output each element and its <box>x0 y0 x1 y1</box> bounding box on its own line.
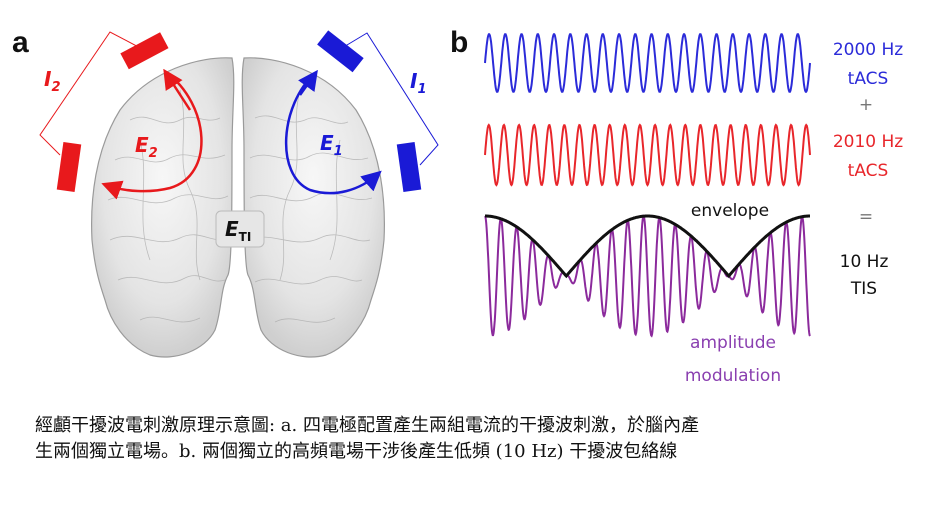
wave-2-type-label: tACS <box>848 161 889 181</box>
result-type-label: TIS <box>850 279 877 299</box>
field-2-arrow-head <box>163 68 192 111</box>
panel-a-label: a <box>12 26 29 59</box>
amplitude-label: amplitude <box>690 333 776 353</box>
field-ti-badge: ETI <box>215 210 265 248</box>
modulation-label: modulation <box>685 366 781 386</box>
caption-line-2: 生兩個獨立電場。b. 兩個獨立的高頻電場干涉後產生低頻 (10 Hz) 干擾波包… <box>35 441 678 462</box>
electrode-red-side <box>56 141 82 193</box>
brain-texture <box>107 89 373 323</box>
wire-2 <box>39 31 149 156</box>
equals-sign: = <box>859 207 873 227</box>
field-1-arrow-head <box>298 69 318 96</box>
field-1-label: E1 <box>320 131 343 159</box>
caption-line-1: 經顱干擾波電刺激原理示意圖: a. 四電極配置產生兩組電流的干擾波刺激，於腦內產 <box>35 415 699 436</box>
current-2-label: I2 <box>44 67 61 95</box>
brain-image <box>91 57 385 358</box>
electrode-blue-side <box>396 141 422 193</box>
field-ti-label: ETI <box>225 217 251 244</box>
wave-2010hz <box>484 123 811 187</box>
right-hemisphere <box>241 57 385 358</box>
field-2-label: E2 <box>135 133 158 161</box>
wave-2-freq-label: 2010 Hz <box>833 132 903 152</box>
wave-1-freq-label: 2000 Hz <box>833 40 903 60</box>
electrode-red-top <box>120 32 169 70</box>
plus-sign: + <box>859 95 873 115</box>
electrode-pair-1: I1 E1 <box>284 30 439 195</box>
field-2-arrow <box>101 71 203 200</box>
figure-caption: 經顱干擾波電刺激原理示意圖: a. 四電極配置產生兩組電流的干擾波刺激，於腦內產… <box>35 413 925 465</box>
current-1-label: I1 <box>410 69 427 97</box>
figure: a I2 E <box>12 26 903 386</box>
field-1-arrow <box>284 72 382 195</box>
electrode-pair-2: I2 E2 <box>39 31 203 200</box>
wire-1 <box>341 32 439 166</box>
wave-1-type-label: tACS <box>848 69 889 89</box>
envelope-curve <box>485 214 810 279</box>
envelope-label: envelope <box>691 201 769 221</box>
left-hemisphere <box>91 57 235 358</box>
electrode-blue-top <box>317 30 364 73</box>
wave-2000hz <box>484 33 811 93</box>
wave-tis-modulated <box>484 214 811 338</box>
result-freq-label: 10 Hz <box>840 252 889 272</box>
panel-b-label: b <box>450 26 468 59</box>
